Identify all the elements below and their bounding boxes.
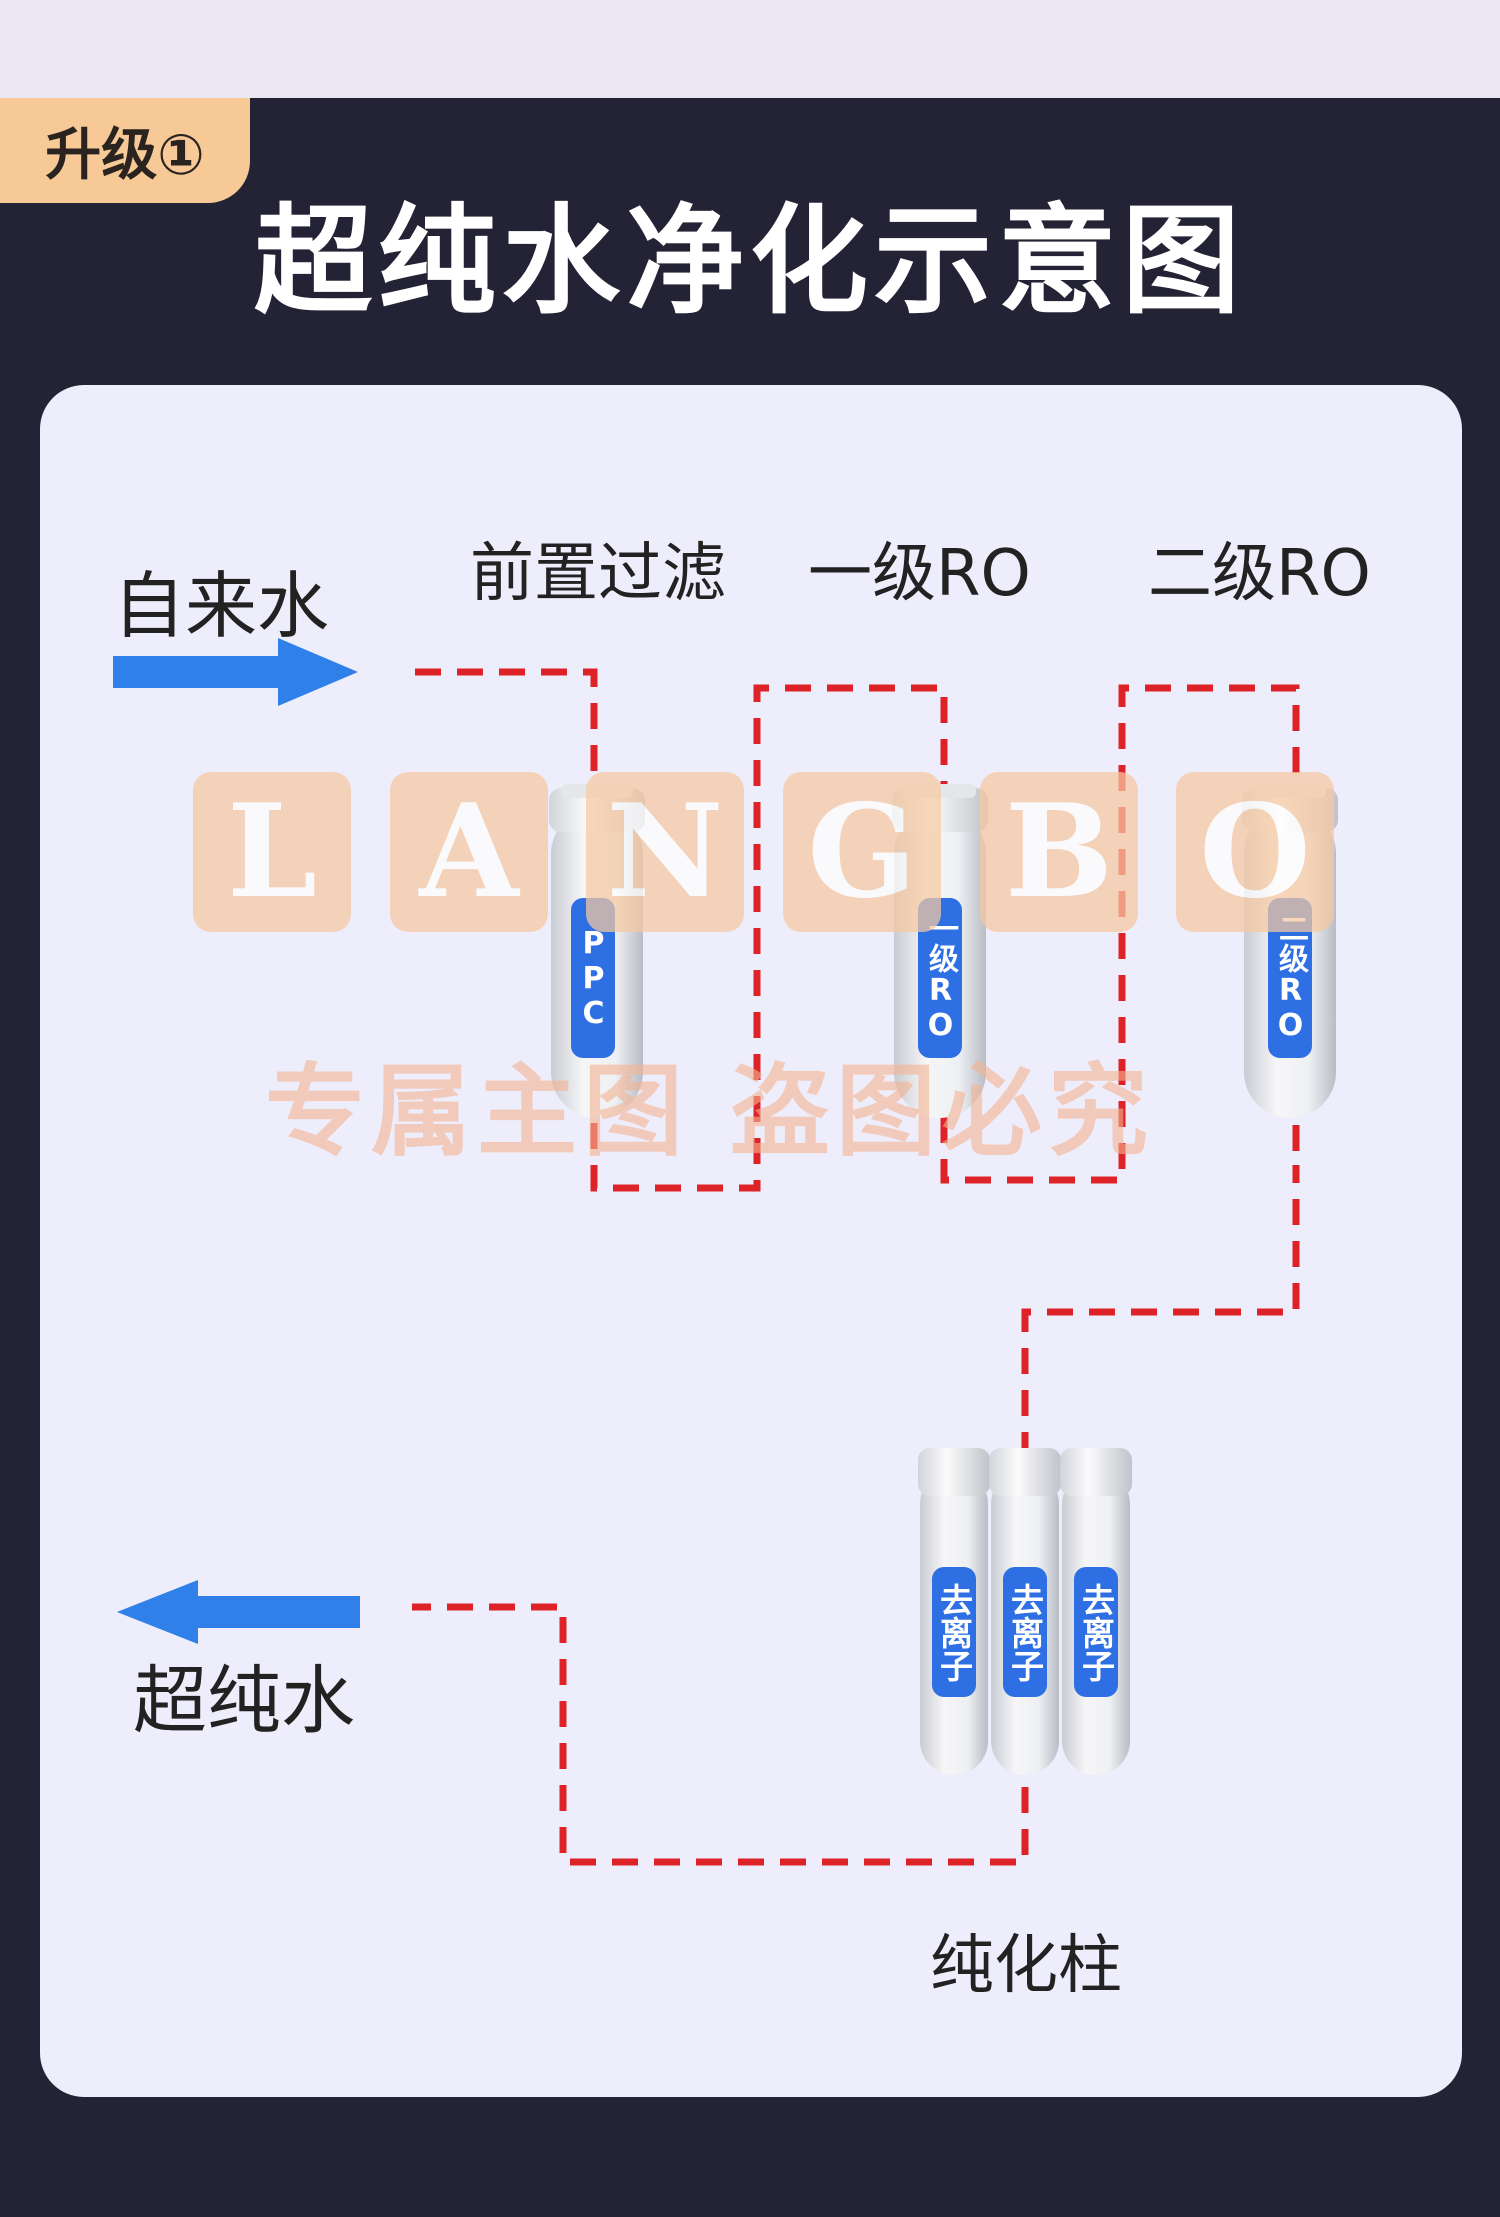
- upgrade-badge: 升级①: [0, 98, 250, 203]
- watermark-letter: N: [586, 772, 744, 932]
- ro2-stage-label: 二级RO: [1148, 537, 1371, 611]
- page-title: 超纯水净化示意图: [253, 191, 1246, 330]
- tap-water-label: 自来水: [113, 564, 330, 648]
- ro1-stage-label: 一级RO: [808, 537, 1031, 611]
- top-strip: [0, 0, 1500, 98]
- outlet-arrow: [117, 1580, 360, 1644]
- purify-column-label: 纯化柱: [930, 1929, 1122, 2003]
- deion-label-3: 去离子: [1074, 1567, 1118, 1697]
- deion-label-1: 去离子: [932, 1567, 976, 1697]
- watermark-letter: G: [783, 772, 941, 932]
- pipe-inlet-to-ppc: [415, 668, 1300, 1448]
- ultra-pure-label: 超纯水: [133, 1658, 355, 1744]
- watermark-text: 专属主图 盗图必究: [265, 1052, 1154, 1170]
- inlet-arrow: [113, 638, 358, 706]
- deion-label-2: 去离子: [1003, 1567, 1047, 1697]
- watermark-letter: O: [1176, 772, 1334, 932]
- watermark-letter: L: [193, 772, 351, 932]
- watermark-letter: A: [390, 772, 548, 932]
- ro1-label: 一级RO: [918, 898, 962, 1058]
- pre-filter-label: 前置过滤: [470, 537, 726, 611]
- pipe-column-to-outlet: [412, 1603, 1029, 1866]
- watermark-letter: B: [980, 772, 1138, 932]
